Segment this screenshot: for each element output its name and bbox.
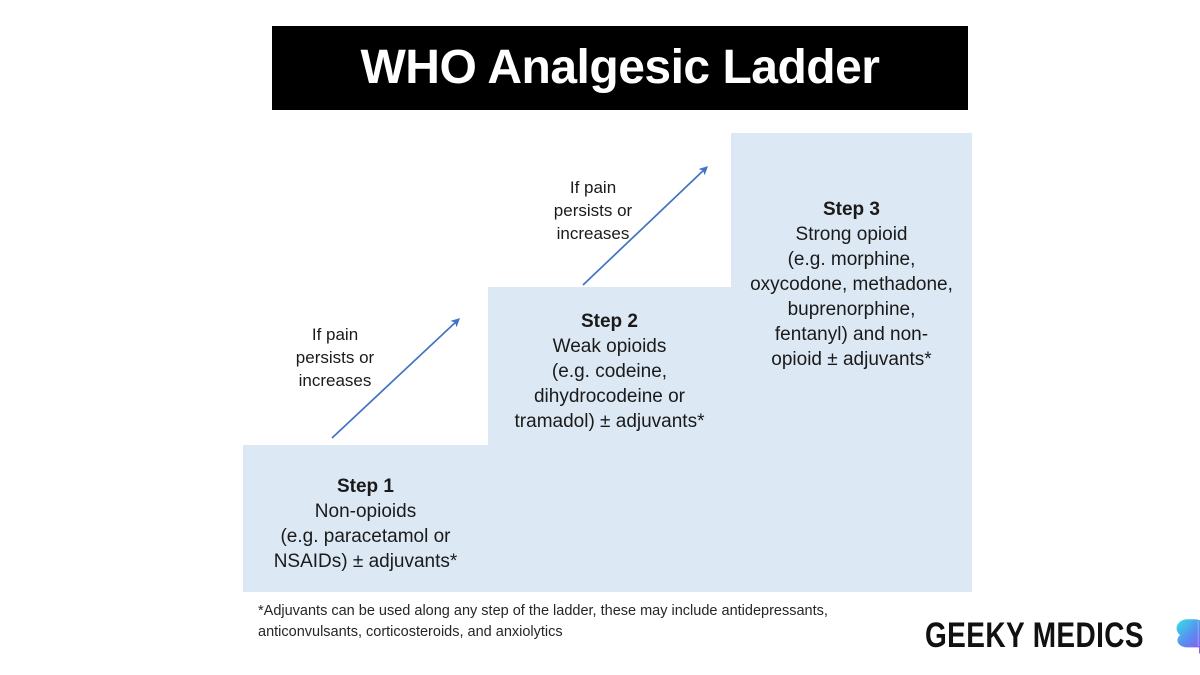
arrow-up-right-icon-2 [582, 166, 708, 286]
step-2-line-1: Weak opioids [552, 336, 667, 358]
brain-speech-bubble-icon [1176, 619, 1200, 654]
footnote-line-2: anticonvulsants, corticosteroids, and an… [258, 624, 563, 641]
step-1-title: Step 1 [336, 476, 395, 497]
title-banner: WHO Analgesic Ladder [272, 26, 968, 110]
arrow-1-label-line-2: persists or [295, 347, 375, 367]
footnote: *Adjuvants can be used along any step of… [258, 601, 908, 643]
arrow-2-label: If pain persists or increases [534, 177, 652, 246]
step-1-line-1: Non-opioids [314, 501, 417, 523]
step-3-line-1: Strong opioid [795, 224, 908, 246]
step-2-line-3: dihydrocodeine or [533, 386, 686, 408]
arrow-up-right-icon-1 [331, 318, 460, 439]
step-3-line-2: (e.g. morphine, [787, 249, 916, 271]
step-3-content: Step 3 Strong opioid (e.g. morphine, oxy… [731, 197, 972, 373]
arrow-2-label-line-1: If pain [569, 178, 617, 197]
arrow-2-label-line-2: persists or [553, 200, 633, 220]
step-3-line-6: opioid ± adjuvants* [771, 349, 932, 371]
brand-logo: GEEKY MEDICS [925, 612, 1200, 658]
step-3-box [731, 133, 972, 592]
step-1-content: Step 1 Non-opioids (e.g. paracetamol or … [243, 474, 488, 574]
step-2-content: Step 2 Weak opioids (e.g. codeine, dihyd… [488, 309, 731, 434]
step-1-line-2: (e.g. paracetamol or [280, 526, 451, 548]
step-3-title: Step 3 [822, 199, 881, 220]
step-1-line-3: NSAIDs) ± adjuvants* [273, 551, 458, 573]
step-3-line-5: fentanyl) and non- [774, 324, 929, 346]
step-3-line-4: buprenorphine, [787, 299, 916, 321]
page-title: WHO Analgesic Ladder [360, 41, 880, 94]
arrow-1-label-line-1: If pain [311, 325, 359, 344]
step-3-line-3: oxycodone, methadone, [750, 274, 953, 296]
step-2-line-2: (e.g. codeine, [551, 361, 668, 383]
step-2-title: Step 2 [580, 311, 639, 332]
arrow-1-label: If pain persists or increases [276, 324, 394, 393]
arrow-2-label-line-3: increases [556, 223, 630, 243]
brand-wordmark: GEEKY MEDICS [925, 615, 1144, 655]
arrow-1-label-line-3: increases [298, 370, 372, 390]
footnote-line-1: *Adjuvants can be used along any step of… [258, 603, 828, 619]
step-2-line-4: tramadol) ± adjuvants* [514, 411, 705, 433]
